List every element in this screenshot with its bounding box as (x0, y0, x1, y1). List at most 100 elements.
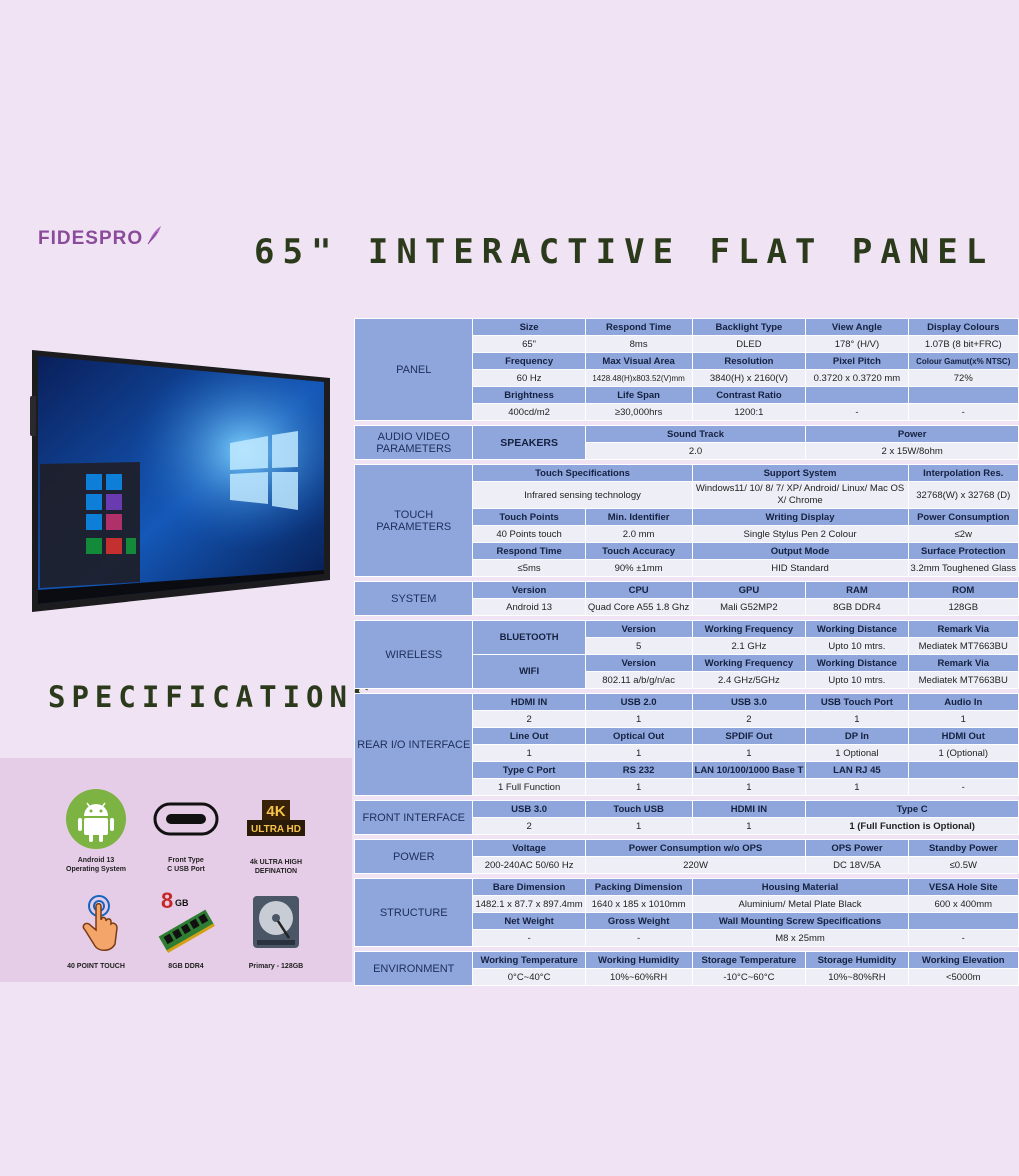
touch-value: Single Stylus Pen 2 Colour (691, 525, 909, 543)
panel-header: Contrast Ratio (691, 386, 807, 404)
structure-header: Gross Weight (584, 912, 693, 930)
panel-header: Backlight Type (691, 318, 807, 336)
front-header: HDMI IN (691, 800, 807, 818)
section-power: POWER (353, 839, 474, 874)
page-title: 65" INTERACTIVE FLAT PANEL (254, 232, 995, 272)
structure-value: 600 x 400mm (907, 895, 1019, 913)
rear-header: RS 232 (584, 761, 693, 779)
rear-value: - (907, 778, 1019, 796)
panel-header: Brightness (472, 386, 586, 404)
power-value: DC 18V/5A (805, 856, 909, 874)
feature-label: Primary - 128GB (248, 963, 304, 970)
section-system: SYSTEM (353, 581, 474, 616)
rear-value: 1 (584, 778, 693, 796)
rear-header: HDMI IN (472, 693, 586, 711)
front-value: 1 (691, 817, 807, 835)
feature-touch: 40 POINT TOUCH (46, 894, 146, 971)
structure-value: - (907, 929, 1019, 947)
panel-value: - (907, 403, 1019, 421)
section-rear-io: REAR I/O INTERFACE (353, 693, 474, 796)
rear-header: LAN RJ 45 (805, 761, 909, 779)
structure-header: Housing Material (691, 878, 909, 896)
wireless-header: Working Distance (805, 654, 909, 672)
power-header: Standby Power (907, 839, 1019, 857)
panel-header: Frequency (472, 352, 586, 370)
touch-header: Touch Accuracy (584, 542, 693, 560)
brand-name: FIDESPRO (38, 228, 144, 249)
panel-header (805, 386, 909, 404)
usb-c-icon (153, 802, 219, 836)
panel-header: Pixel Pitch (805, 352, 909, 370)
wireless-wifi-label: WIFI (472, 654, 586, 689)
panel-header: Life Span (584, 386, 693, 404)
feature-label: Android 13 Operating System (66, 857, 126, 873)
touch-value: ≤2w (907, 525, 1019, 543)
audio-header: Sound Track (584, 425, 807, 443)
feature-label: Front Type C USB Port (167, 857, 205, 873)
rear-value: 1 (691, 744, 807, 762)
touch-header: Touch Specifications (472, 464, 693, 482)
wireless-bluetooth-label: BLUETOOTH (472, 620, 586, 655)
power-value: 220W (584, 856, 807, 874)
environment-header: Storage Temperature (691, 951, 807, 969)
structure-value: 1640 x 185 x 1010mm (584, 895, 693, 913)
rear-value: 1 (805, 710, 909, 728)
rear-value: 1 (805, 778, 909, 796)
wireless-header: Version (584, 620, 693, 638)
panel-value: 8ms (584, 335, 693, 353)
feature-ram: 8 GB 8GB DDR4 (136, 888, 236, 971)
touch-value: ≤5ms (472, 559, 586, 577)
panel-header: Colour Gamut(x% NTSC) (907, 352, 1019, 370)
power-header: Voltage (472, 839, 586, 857)
panel-value: 1200:1 (691, 403, 807, 421)
panel-header: Display Colours (907, 318, 1019, 336)
rear-value: 2 (691, 710, 807, 728)
touch-value: 32768(W) x 32768 (D) (907, 481, 1019, 509)
rear-header: HDMI Out (907, 727, 1019, 745)
environment-value: 10%~60%RH (584, 968, 693, 986)
system-value: 8GB DDR4 (805, 598, 909, 616)
feature-label: 8GB DDR4 (168, 963, 204, 970)
system-header: CPU (584, 581, 693, 599)
panel-header: Respond Time (584, 318, 693, 336)
panel-value: 1428.48(H)x803.52(V)mm (584, 369, 693, 387)
structure-value: Aluminium/ Metal Plate Black (691, 895, 909, 913)
panel-value: 178° (H/V) (805, 335, 909, 353)
environment-header: Working Temperature (472, 951, 586, 969)
wireless-value: Mediatek MT7663BU (907, 637, 1019, 655)
rear-header: DP In (805, 727, 909, 745)
environment-value: <5000m (907, 968, 1019, 986)
panel-value: 1.07B (8 bit+FRC) (907, 335, 1019, 353)
touch-value: Infrared sensing technology (472, 481, 693, 509)
structure-value: M8 x 25mm (691, 929, 909, 947)
touch-header: Interpolation Res. (907, 464, 1019, 482)
rear-header: Type C Port (472, 761, 586, 779)
specifications-heading: SPECIFICATIONS (48, 680, 377, 714)
audio-value: 2.0 (584, 442, 807, 460)
rear-value: 1 (472, 744, 586, 762)
structure-value: 1482.1 x 87.7 x 897.4mm (472, 895, 586, 913)
wireless-value: 2.1 GHz (691, 637, 807, 655)
panel-value: 0.3720 x 0.3720 mm (805, 369, 909, 387)
power-header: OPS Power (805, 839, 909, 857)
feature-4k: 4K ULTRA HD 4k ULTRA HIGH DEFINATION (226, 800, 326, 876)
touch-value: Windows11/ 10/ 8/ 7/ XP/ Android/ Linux/… (691, 481, 909, 509)
touch-header: Support System (691, 464, 909, 482)
badge-ultra-hd: ULTRA HD (251, 824, 301, 835)
touch-value: 3.2mm Toughened Glass (907, 559, 1019, 577)
rear-value: 1 (907, 710, 1019, 728)
rear-value: 1 (691, 778, 807, 796)
wireless-header: Working Distance (805, 620, 909, 638)
touch-value: HID Standard (691, 559, 909, 577)
wireless-header: Remark Via (907, 654, 1019, 672)
audio-value: 2 x 15W/8ohm (805, 442, 1019, 460)
system-header: Version (472, 581, 586, 599)
structure-header: Bare Dimension (472, 878, 586, 896)
4k-ultra-hd-icon: 4K ULTRA HD (247, 800, 305, 836)
rear-value: 1 (584, 710, 693, 728)
system-header: ROM (907, 581, 1019, 599)
rear-header: Optical Out (584, 727, 693, 745)
touch-value: 2.0 mm (584, 525, 693, 543)
panel-value: 72% (907, 369, 1019, 387)
feature-usb-c: Front Type C USB Port (136, 802, 236, 874)
